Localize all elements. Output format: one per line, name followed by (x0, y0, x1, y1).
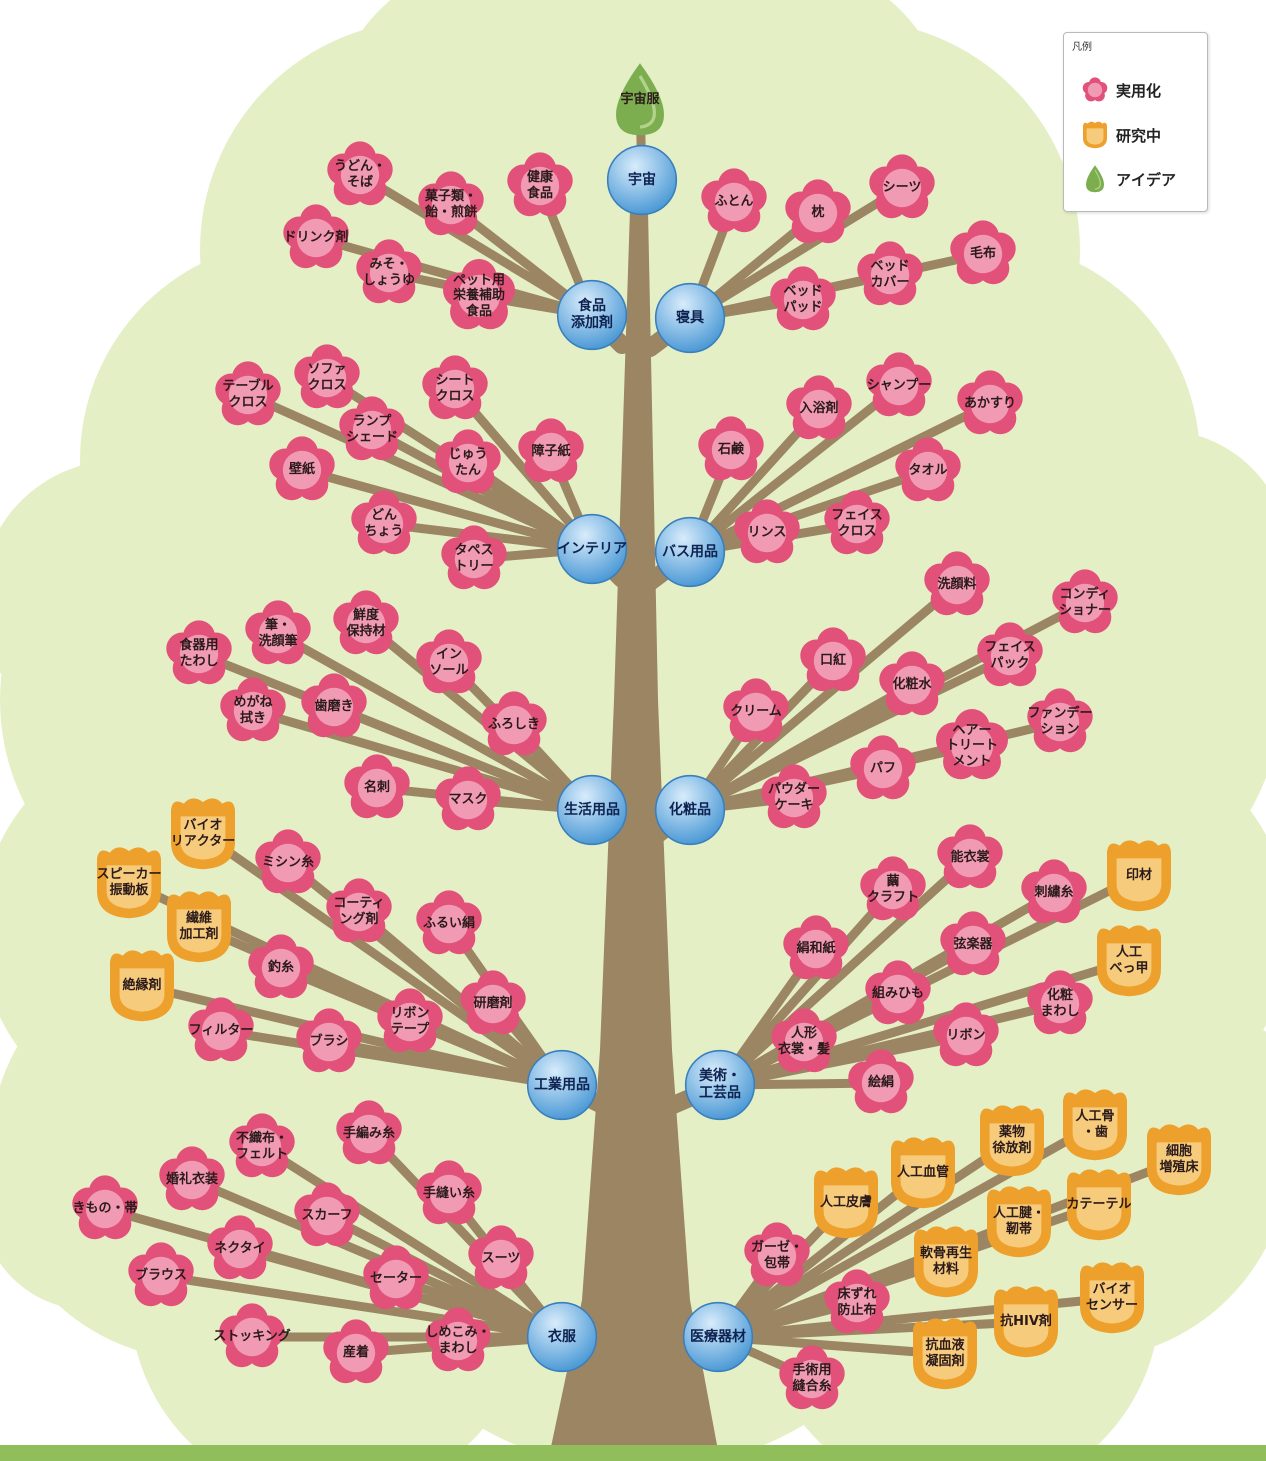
legend-label-leaf: アイデア (1116, 170, 1177, 189)
yellow-bud-icon (1083, 121, 1107, 149)
legend: 凡例 実用化 研究中 アイデア (1063, 32, 1208, 212)
legend-title: 凡例 (1072, 42, 1092, 53)
green-leaf-icon (1086, 165, 1104, 193)
tree-trunk (548, 210, 720, 1461)
grass (0, 1445, 1266, 1461)
legend-label-tulip: 研究中 (1116, 126, 1162, 145)
legend-label-flower: 実用化 (1116, 81, 1162, 100)
legend-row-leaf: アイデア (1080, 164, 1176, 194)
legend-row-tulip: 研究中 (1080, 120, 1161, 150)
legend-row-flower: 実用化 (1080, 75, 1161, 105)
pink-flower-icon (1082, 77, 1108, 102)
